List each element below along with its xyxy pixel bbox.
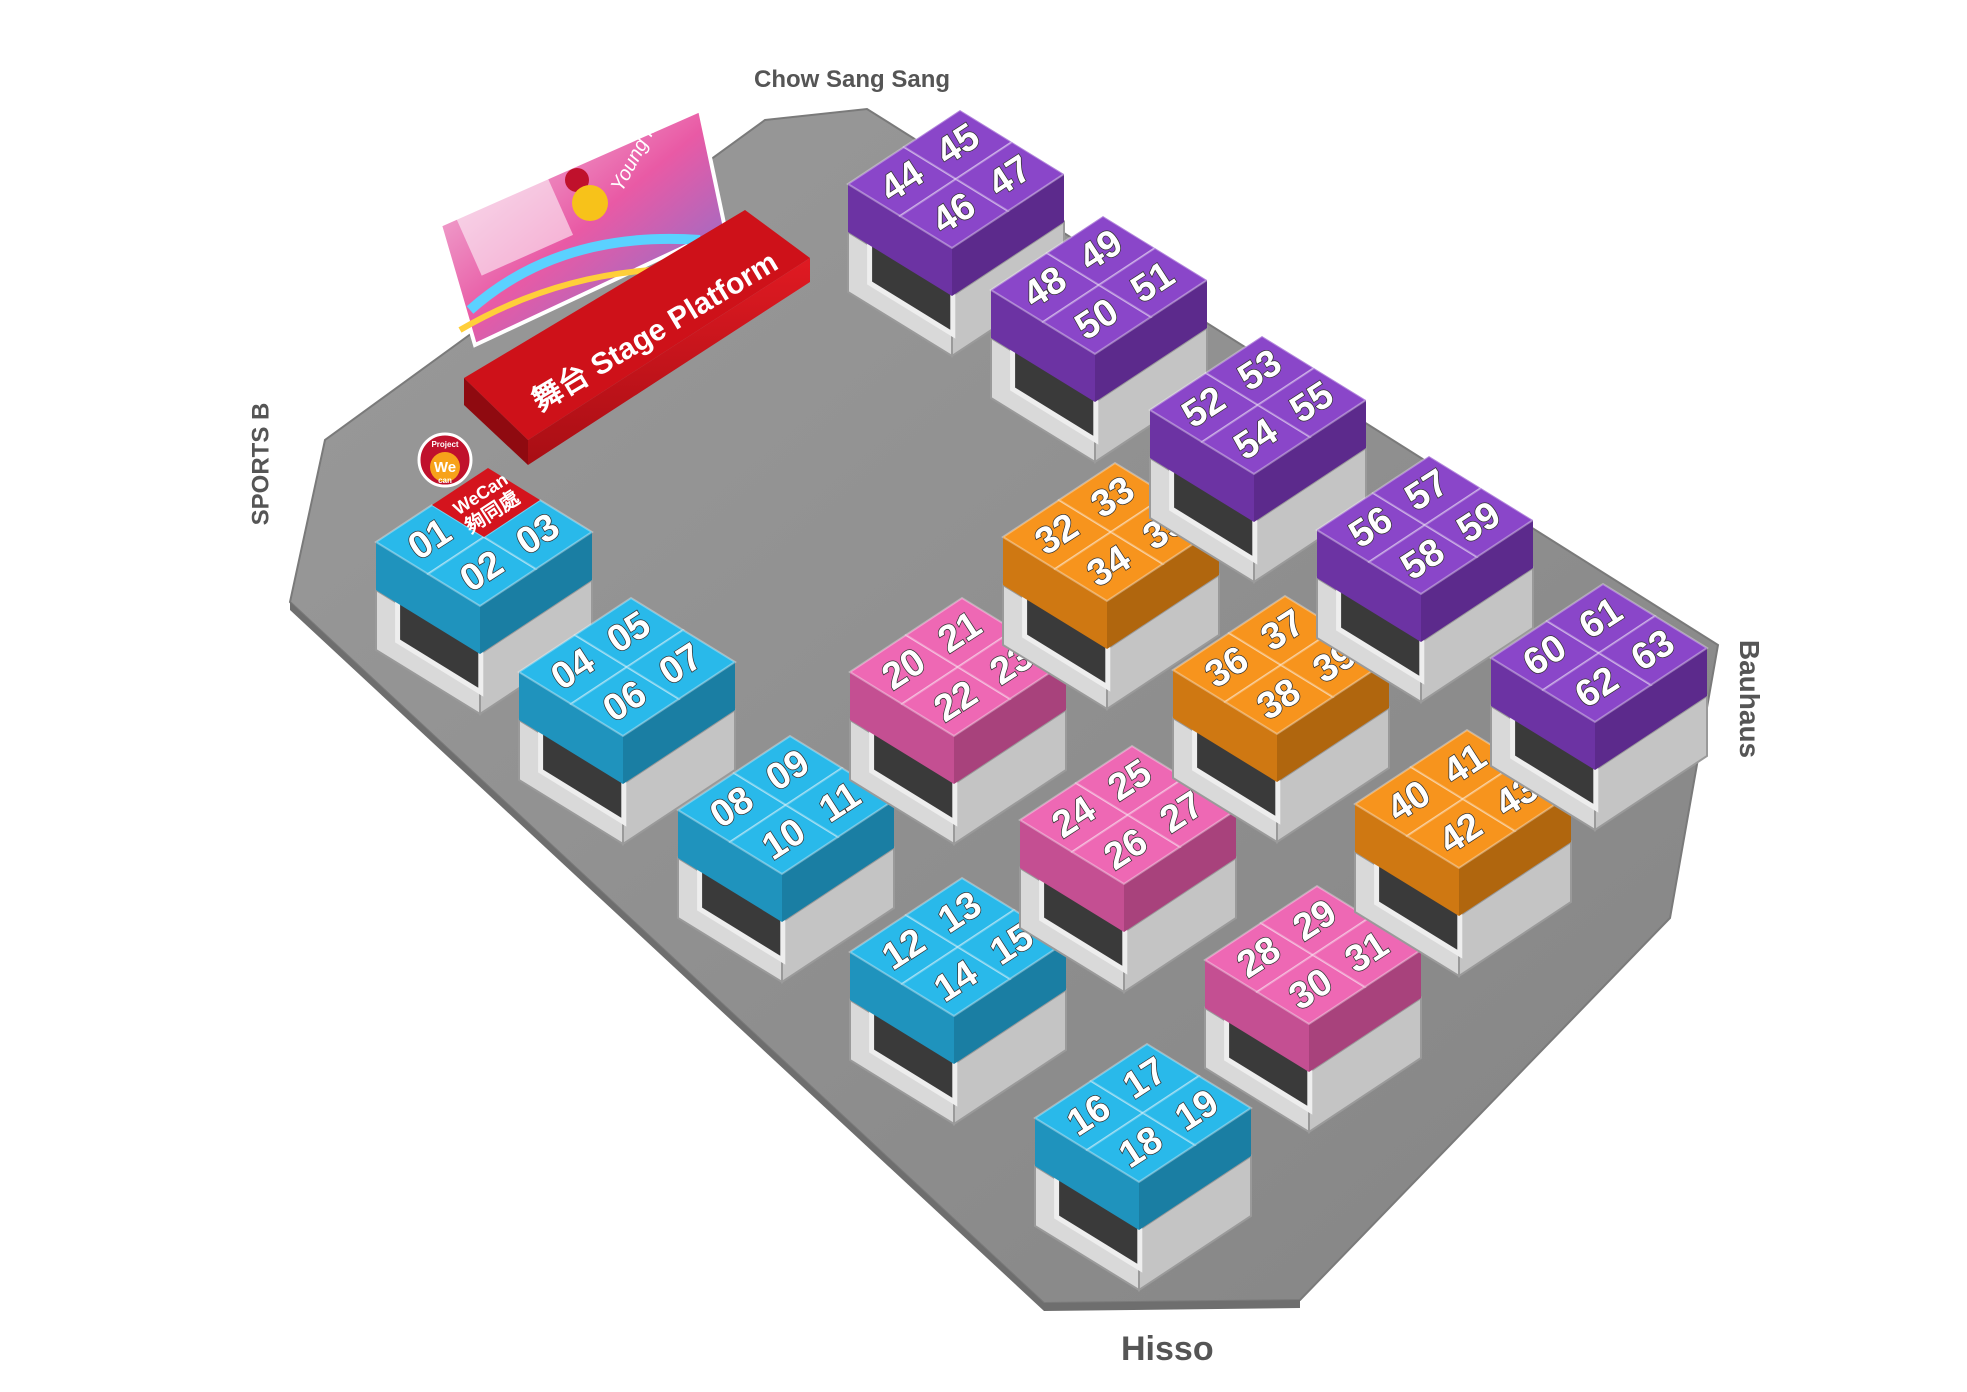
booth-08[interactable]: 08 [676, 771, 788, 844]
svg-text:can: can [438, 476, 452, 485]
booth-46[interactable]: 46 [898, 177, 1010, 250]
booth-28[interactable]: 28 [1203, 921, 1315, 994]
wecan-logo: Project We can [417, 432, 473, 488]
booth-07[interactable]: 07 [625, 628, 737, 701]
booth-26[interactable]: 26 [1070, 813, 1182, 886]
neighbor-bottom-label: Hisso [1121, 1330, 1214, 1368]
svg-text:Project: Project [431, 440, 458, 449]
floor-edge [1044, 1300, 1300, 1311]
booth-44[interactable]: 44 [846, 145, 958, 218]
booth-60[interactable]: 60 [1489, 619, 1601, 692]
booth-49[interactable]: 49 [1045, 214, 1157, 287]
booth-20[interactable]: 20 [848, 633, 960, 706]
booth-53[interactable]: 53 [1204, 334, 1316, 407]
svg-text:We: We [434, 459, 456, 476]
booth-30[interactable]: 30 [1255, 953, 1367, 1026]
neighbor-top-label: Chow Sang Sang [754, 66, 951, 93]
booth-21[interactable]: 21 [904, 596, 1016, 669]
booth-36[interactable]: 36 [1171, 631, 1283, 704]
booth-48[interactable]: 48 [989, 251, 1101, 324]
booth-clusters: 0102030405060708091011121314151617181920… [374, 108, 1709, 1292]
booth-09[interactable]: 09 [732, 734, 844, 807]
booth-29[interactable]: 29 [1259, 884, 1371, 957]
booth-10[interactable]: 10 [728, 803, 840, 876]
booth-14[interactable]: 14 [900, 945, 1012, 1018]
booth-40[interactable]: 40 [1353, 765, 1465, 838]
booth-37[interactable]: 37 [1227, 594, 1339, 667]
booth-32[interactable]: 32 [1001, 498, 1113, 571]
booth-62[interactable]: 62 [1541, 651, 1653, 724]
booth-61[interactable]: 61 [1545, 582, 1657, 655]
booth-52[interactable]: 52 [1148, 371, 1260, 444]
booth-47[interactable]: 47 [954, 140, 1066, 213]
booth-12[interactable]: 12 [848, 913, 960, 986]
booth-51[interactable]: 51 [1097, 246, 1209, 319]
booth-59[interactable]: 59 [1423, 486, 1535, 559]
booth-13[interactable]: 13 [904, 876, 1016, 949]
booth-58[interactable]: 58 [1367, 523, 1479, 596]
booth-56[interactable]: 56 [1315, 491, 1427, 564]
booth-45[interactable]: 45 [902, 108, 1014, 181]
booth-34[interactable]: 34 [1053, 530, 1165, 603]
booth-04[interactable]: 04 [517, 633, 629, 706]
booth-63[interactable]: 63 [1597, 614, 1709, 687]
booth-25[interactable]: 25 [1074, 744, 1186, 817]
neighbor-left-label: SPORTS B [247, 402, 275, 526]
booth-22[interactable]: 22 [900, 665, 1012, 738]
booth-01[interactable]: 01 [374, 503, 486, 576]
booth-57[interactable]: 57 [1371, 454, 1483, 527]
booth-17[interactable]: 17 [1089, 1042, 1201, 1115]
booth-03[interactable]: 03 [482, 498, 594, 571]
booth-55[interactable]: 55 [1256, 366, 1368, 439]
booth-19[interactable]: 19 [1141, 1074, 1253, 1147]
floor-edge [290, 602, 1044, 1311]
booth-24[interactable]: 24 [1018, 781, 1130, 854]
booth-06[interactable]: 06 [569, 665, 681, 738]
booth-16[interactable]: 16 [1033, 1079, 1145, 1152]
booth-33[interactable]: 33 [1057, 461, 1169, 534]
booth-54[interactable]: 54 [1200, 403, 1312, 476]
neighbor-right-label: Bauhaus [1734, 639, 1766, 759]
